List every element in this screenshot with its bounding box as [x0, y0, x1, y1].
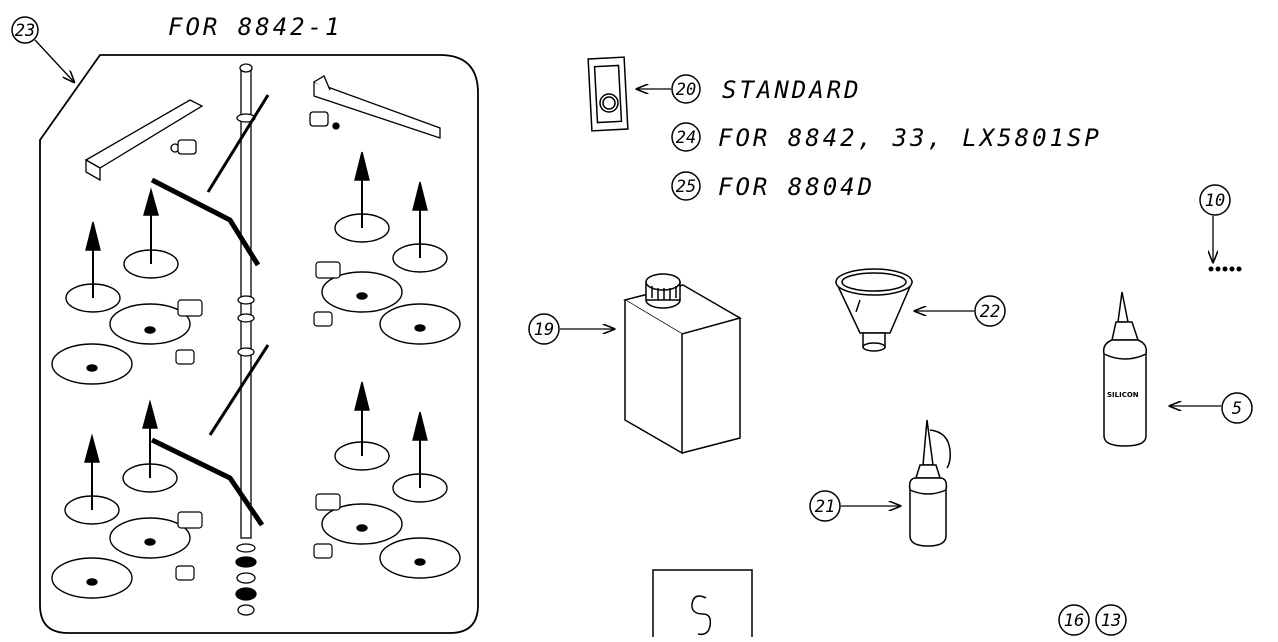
- callout-24-label: 24: [676, 128, 696, 148]
- spool-holders: [51, 151, 461, 599]
- callout-22-label: 22: [980, 302, 1000, 322]
- center-rod: [235, 63, 257, 616]
- callout-16: 16: [1058, 604, 1090, 636]
- callout-20-label: 20: [676, 80, 696, 100]
- disk-brackets: [175, 261, 341, 581]
- label-standard: STANDARD: [722, 76, 862, 104]
- label-for-8804d: FOR 8804D: [718, 173, 875, 201]
- callout-5-label: 5: [1232, 399, 1242, 419]
- guide-wires: [150, 94, 270, 527]
- screws-part-10: [1208, 266, 1242, 272]
- funnel-part-22: [834, 268, 914, 352]
- oiler-part-21: [908, 419, 951, 547]
- right-bracket-upper: [309, 75, 441, 139]
- callout-5: 5: [1170, 392, 1253, 424]
- silicon-bottle-part-5: [1102, 291, 1148, 447]
- callout-25-label: 25: [676, 177, 696, 197]
- callout-10-label: 10: [1205, 191, 1225, 211]
- callout-19-label: 19: [534, 320, 554, 340]
- callout-20: 20: [637, 74, 701, 104]
- hook-box: [652, 569, 753, 637]
- kit-title: FOR 8842-1: [168, 13, 343, 41]
- callout-23: 23: [11, 16, 74, 82]
- callout-19: 19: [528, 313, 614, 345]
- callout-22: 22: [915, 295, 1006, 327]
- callout-21: 21: [809, 490, 900, 522]
- kit-frame: [39, 54, 479, 634]
- callout-10: 10: [1199, 184, 1231, 262]
- callout-13: 13: [1095, 604, 1127, 636]
- callout-23-label: 23: [15, 21, 35, 41]
- silicon-bottle-label: SILICON: [1107, 391, 1139, 399]
- label-for-8842-33: FOR 8842, 33, LX5801SP: [718, 124, 1102, 152]
- callout-16-label: 16: [1064, 611, 1084, 631]
- callout-21-label: 21: [815, 497, 835, 517]
- oil-can-part-19: [623, 273, 742, 455]
- callout-25: 25: [671, 171, 701, 201]
- card-part-20: [587, 56, 629, 132]
- callout-24: 24: [671, 122, 701, 152]
- left-bracket-upper: [84, 99, 204, 182]
- callout-13-label: 13: [1101, 611, 1121, 631]
